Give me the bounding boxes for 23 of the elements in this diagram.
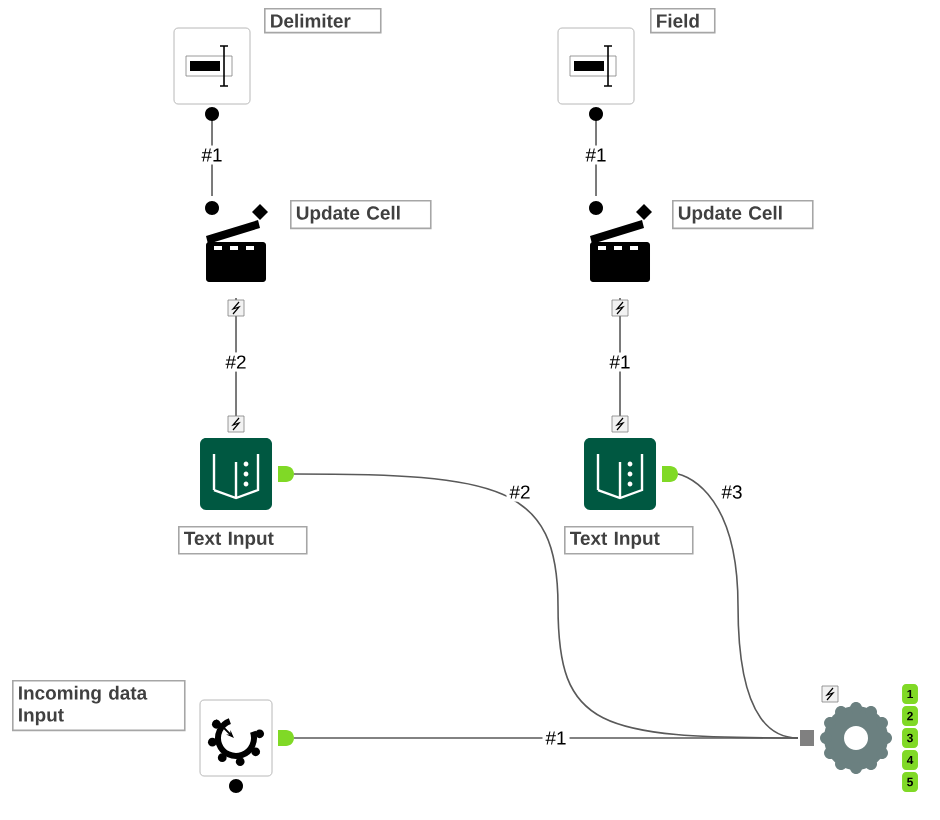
clapperboard-icon — [590, 204, 652, 282]
annotation-box: Text Input — [564, 526, 694, 555]
annotation-box: Update Cell — [290, 200, 432, 230]
edge-label: #2 — [506, 482, 534, 502]
text-box-icon — [557, 27, 635, 105]
clapperboard-icon — [206, 204, 268, 282]
book-icon — [584, 438, 678, 510]
annotation-box: Text Input — [178, 526, 308, 555]
edge-label: #2 — [222, 352, 250, 372]
edge-label: #1 — [542, 728, 570, 748]
edge-label: #3 — [718, 482, 746, 502]
annotation-box: Delimiter — [264, 8, 382, 34]
text-box-icon — [173, 27, 251, 105]
edge-label: #1 — [606, 352, 634, 372]
annotation-box: Update Cell — [672, 200, 814, 230]
annotation-box: Incoming data Input — [12, 680, 186, 732]
edge-label: #1 — [198, 145, 226, 165]
gear-icon — [800, 702, 892, 774]
connector-line — [293, 737, 799, 739]
book-icon — [200, 438, 294, 510]
gear-icon — [199, 699, 294, 777]
annotation-box: Field — [650, 8, 716, 34]
edge-label: #1 — [582, 145, 610, 165]
